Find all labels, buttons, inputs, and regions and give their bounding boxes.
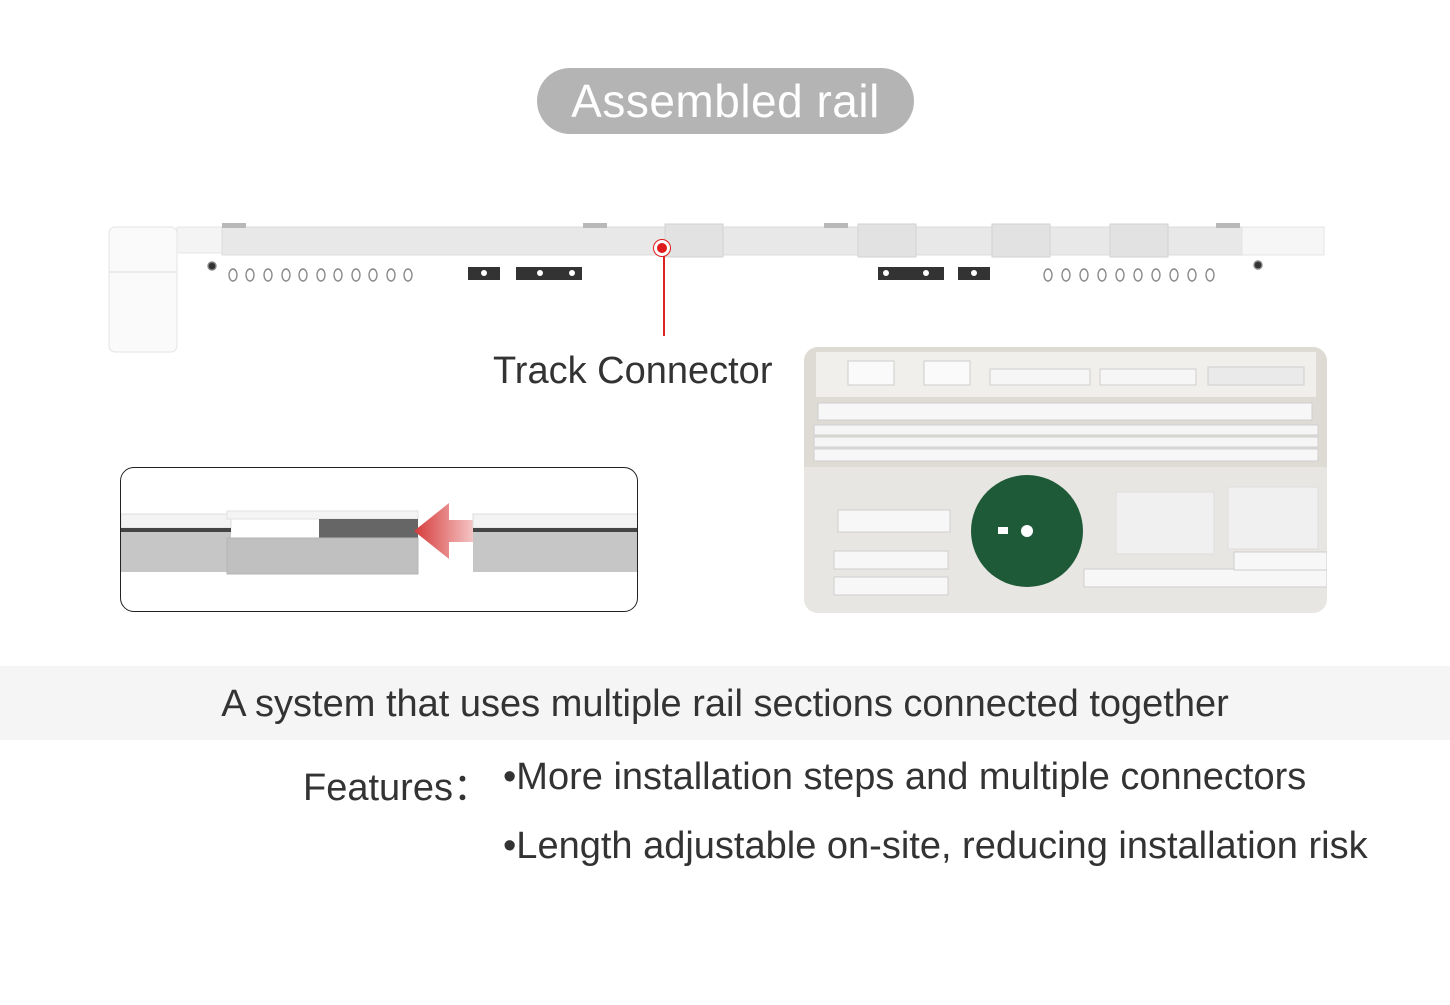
connector-detail-inset [120,467,638,612]
section-title-badge: Assembled rail [537,68,914,134]
master-carriers-left [468,267,582,280]
assembled-rail-illustration [108,223,1325,353]
callout-line [663,256,665,336]
bracket-clips [222,223,1240,228]
rail-kit-photo [804,347,1327,613]
rail-end-cap [1241,226,1325,256]
summary-text: A system that uses multiple rail section… [221,683,1229,725]
callout-marker-icon [653,239,671,257]
summary-band [0,666,1450,740]
curtain-runners-left [207,261,413,282]
feature-item: •More installation steps and multiple co… [503,756,1307,798]
callout-label: Track Connector [493,350,773,392]
rail-body [221,226,1243,256]
master-carriers-right [878,267,990,280]
rail-connectors [664,223,1169,258]
section-title: Assembled rail [571,75,880,127]
motor-unit [108,226,223,353]
kit-parts-drawing [804,347,1327,613]
feature-item: •Length adjustable on-site, reducing ins… [503,825,1368,867]
curtain-runners-right [1043,260,1263,282]
features-label: Features： [303,767,491,809]
connector-detail-drawing [121,503,637,575]
insert-arrow-icon [414,503,473,559]
